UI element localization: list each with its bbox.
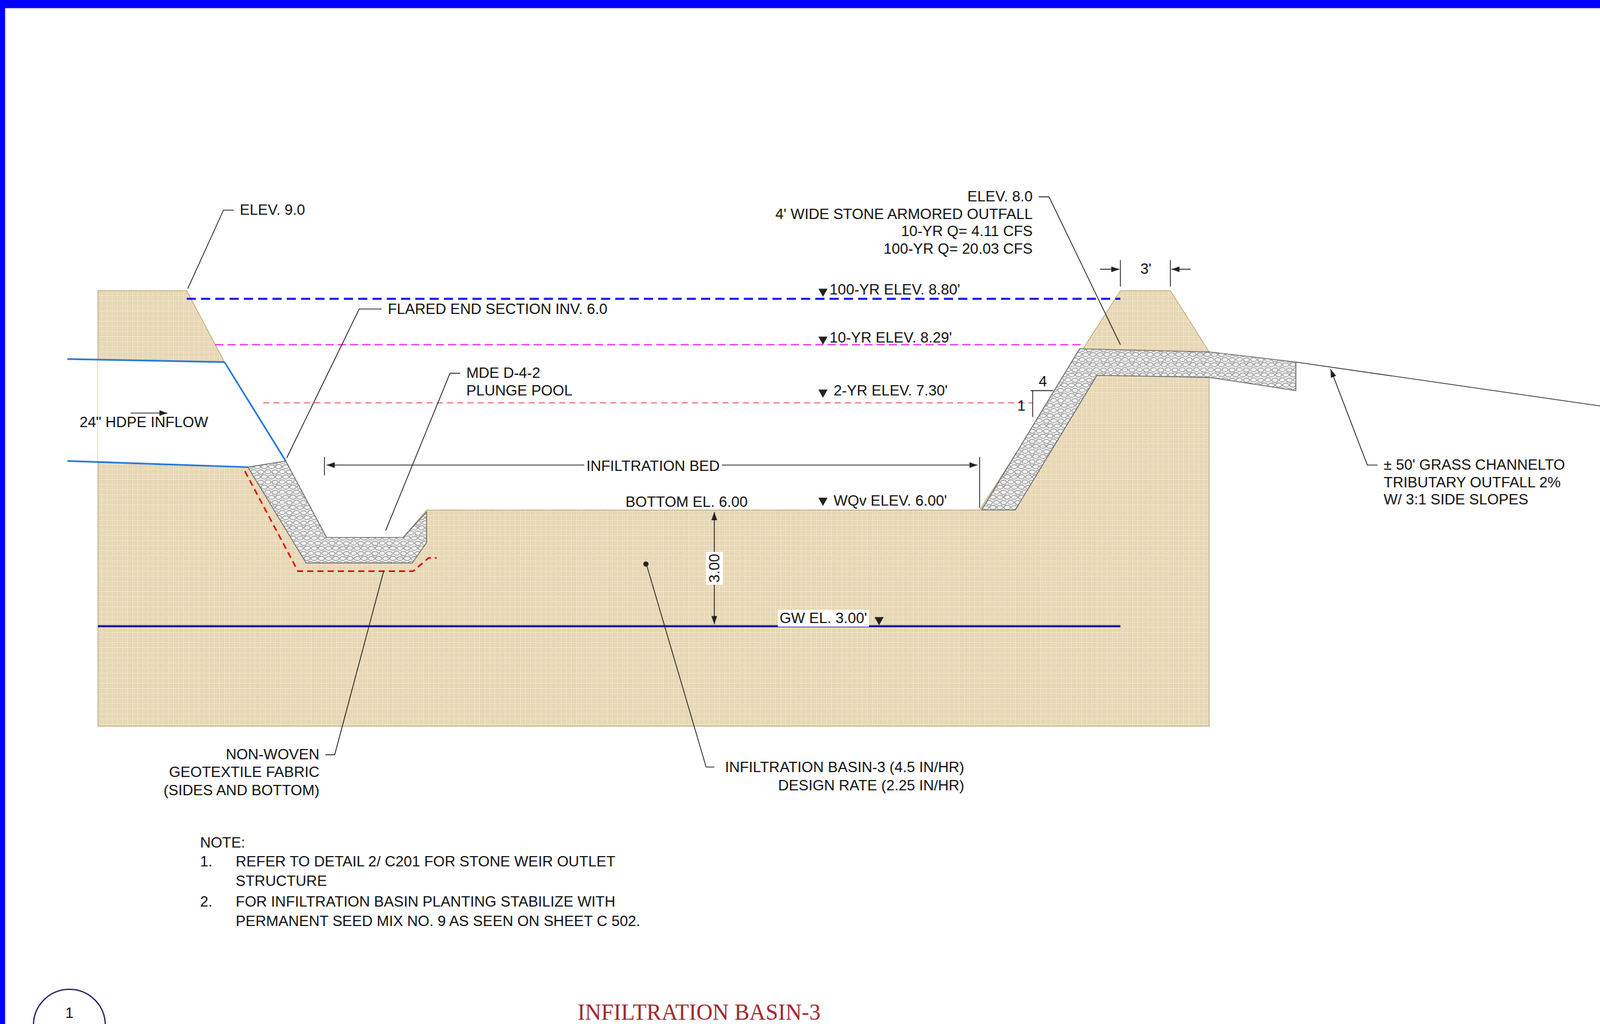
- dimension-line: [1099, 268, 1120, 270]
- drawing-label: ELEV. 8.0: [967, 189, 1033, 204]
- detail-callout-circle: 1: [32, 988, 107, 1024]
- slope-symbol: [1032, 390, 1033, 418]
- plunge-pool-stone: [247, 461, 427, 564]
- extension-line: [1119, 259, 1121, 287]
- soil-section: [97, 290, 1210, 727]
- leader-line: [385, 373, 461, 531]
- drawing-label: FLARED END SECTION INV. 6.0: [387, 301, 608, 317]
- drawing-label: PLUNGE POOL: [466, 383, 573, 399]
- drawing-label: 1.: [200, 854, 213, 870]
- drawing-label: INFILTRATION BED: [584, 457, 722, 475]
- drawing-label: 100-YR ELEV. 8.80': [829, 282, 960, 297]
- flow-arrow: [130, 412, 168, 414]
- drawing-label: FOR INFILTRATION BASIN PLANTING STABILIZ…: [235, 894, 616, 910]
- extension-line: [1169, 259, 1171, 287]
- drawing-label: REFER TO DETAIL 2/ C201 FOR STONE WEIR O…: [235, 854, 616, 870]
- drawing-label: 100-YR Q= 20.03 CFS: [883, 241, 1033, 257]
- drawing-label: 2-YR ELEV. 7.30': [833, 383, 948, 399]
- leader-line: [188, 209, 234, 289]
- extension-line: [979, 457, 980, 509]
- drawing-label: NOTE:: [200, 835, 246, 851]
- level-marker: [874, 617, 884, 626]
- water-level-100yr: [186, 297, 1121, 300]
- groundwater-line: [97, 625, 1121, 628]
- pipe-top: [67, 359, 225, 363]
- drawing-label: PERMANENT SEED MIX NO. 9 AS SEEN ON SHEE…: [235, 914, 641, 929]
- drawing-label: W/ 3:1 SIDE SLOPES: [1383, 492, 1529, 507]
- pipe-bottom: [67, 461, 249, 468]
- pipe-interior: [97, 359, 287, 468]
- sheet-border: [0, 0, 1600, 8]
- drawing-label: 24" HDPE INFLOW: [79, 415, 209, 430]
- grass-channel: [1295, 362, 1600, 406]
- leader-line: [286, 309, 382, 459]
- dimension-line: [1171, 268, 1192, 270]
- drawing-label: DESIGN RATE (2.25 IN/HR): [777, 778, 965, 794]
- drawing-label: BOTTOM EL. 6.00: [625, 494, 748, 510]
- callout-number: 1: [34, 1006, 106, 1021]
- water-level-10yr: [215, 344, 1084, 346]
- drawing-label: MDE D-4-2: [466, 365, 541, 381]
- leader-line: [1038, 197, 1121, 346]
- drawing-label: TRIBUTARY OUTFALL 2%: [1383, 475, 1562, 490]
- drawing-label: ± 50' GRASS CHANNELTO: [1383, 457, 1566, 473]
- drawing-label: STRUCTURE: [235, 873, 327, 889]
- drawing-label: 10-YR ELEV. 8.29': [829, 330, 952, 346]
- drawing-label: 1: [1017, 398, 1027, 414]
- drawing-label: INFILTRATION BASIN-3 (4.5 IN/HR): [724, 760, 965, 775]
- leader-line: [646, 565, 715, 767]
- outfall-stone: [981, 348, 1296, 511]
- leader-line: [1330, 369, 1378, 466]
- extension-line: [324, 457, 325, 476]
- inflow-pipe: [67, 359, 287, 468]
- level-marker: [818, 389, 828, 398]
- drawing-label: ELEV. 9.0: [239, 202, 305, 218]
- level-marker: [818, 497, 828, 506]
- drawing-label: WQv ELEV. 6.00': [833, 493, 947, 509]
- level-marker: [818, 336, 828, 345]
- drawing-label: 4' WIDE STONE ARMORED OUTFALL: [775, 206, 1033, 222]
- flared-end: [224, 362, 287, 462]
- drawing-label: 2.: [200, 894, 213, 910]
- leader-lines: [130, 197, 1378, 768]
- drawing-label: GW EL. 3.00': [777, 609, 870, 627]
- slope-symbol: [1030, 390, 1053, 391]
- drawing-label: (SIDES AND BOTTOM): [163, 783, 320, 798]
- sheet-border: [0, 0, 5, 1024]
- drawing-label: 3.00: [705, 551, 724, 585]
- water-level-2yr: [263, 402, 1033, 403]
- drawing-label: 10-YR Q= 4.11 CFS: [900, 223, 1033, 239]
- geotextile-fabric: [244, 471, 437, 571]
- drawing-label: 4: [1038, 374, 1048, 389]
- drawing-label: 3': [1140, 261, 1152, 277]
- drawing-label: NON-WOVEN: [225, 747, 320, 762]
- drawing-label: GEOTEXTILE FABRIC: [169, 765, 320, 780]
- leader-line: [325, 571, 385, 756]
- leader-dot: [643, 561, 649, 568]
- level-marker: [818, 288, 828, 297]
- drawing-title: INFILTRATION BASIN-3: [577, 1001, 821, 1024]
- dimensions: [324, 259, 1191, 624]
